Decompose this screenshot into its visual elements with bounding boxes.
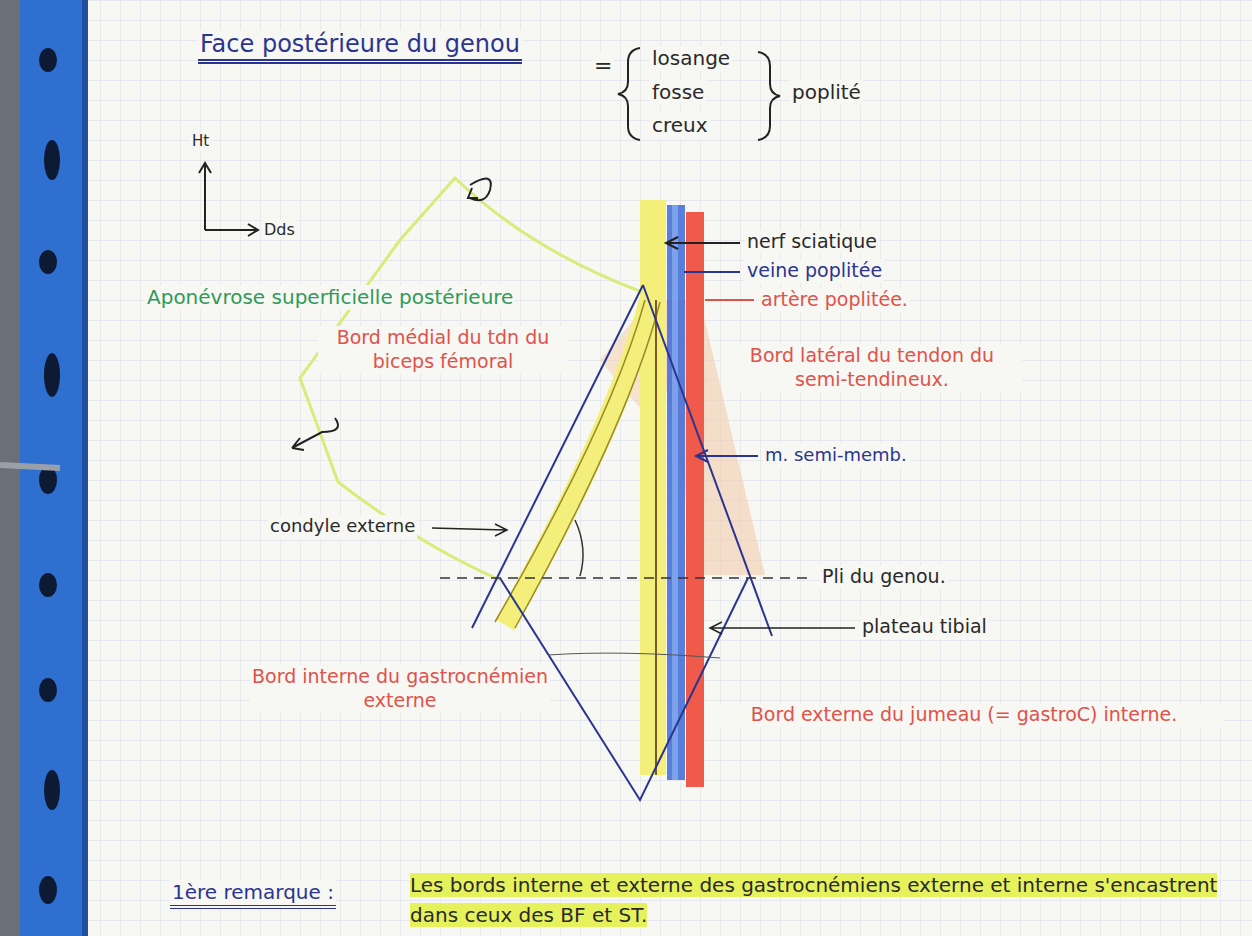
anatomy-label: plateau tibial xyxy=(860,615,989,639)
anatomy-label: Ht xyxy=(190,132,211,151)
anatomy-label: Bord interne du gastrocnémien externe xyxy=(250,665,550,713)
angle-arc xyxy=(575,520,583,576)
fold-arrow xyxy=(292,418,338,450)
popliteal-vein xyxy=(667,205,685,780)
binder-ring xyxy=(0,465,60,468)
leader-arrow xyxy=(696,450,758,462)
note-text: Les bords interne et externe des gastroc… xyxy=(408,870,1233,930)
anatomy-label: Aponévrose superficielle postérieure xyxy=(145,285,515,310)
anatomy-label: fosse xyxy=(650,80,706,105)
anatomy-label: creux xyxy=(650,113,710,138)
anatomy-label: Dds xyxy=(262,220,297,240)
leader-line xyxy=(684,271,740,273)
anatomy-label: Pli du genou. xyxy=(820,565,948,589)
leader-line xyxy=(705,299,754,301)
right-brace xyxy=(758,52,780,140)
axis-up xyxy=(199,163,211,230)
page-title: Face postérieure du genou xyxy=(198,30,522,64)
anatomy-label: Bord externe du jumeau (= gastroC) inter… xyxy=(704,703,1224,727)
anatomy-label: losange xyxy=(650,46,732,71)
anatomy-label: Bord médial du tdn du biceps fémoral xyxy=(318,326,568,374)
leader-arrow xyxy=(666,237,740,249)
knee-crease xyxy=(440,577,812,579)
anatomy-label: poplité xyxy=(790,80,863,105)
fold-arrow-head xyxy=(468,188,478,198)
highlighted-note: Les bords interne et externe des gastroc… xyxy=(410,873,1217,927)
axis-right xyxy=(205,224,258,236)
binder-holes xyxy=(39,48,60,904)
anatomy-label: veine poplitée xyxy=(745,259,884,283)
anatomy-label: m. semi-memb. xyxy=(763,444,909,467)
leader-arrow xyxy=(432,524,507,536)
leader-arrow xyxy=(710,622,855,634)
fold-arrow xyxy=(470,179,491,201)
anatomy-label: = xyxy=(592,52,614,80)
anatomy-label: artère poplitée. xyxy=(759,288,910,312)
vein-highlight xyxy=(672,205,678,780)
left-brace xyxy=(618,48,640,140)
anatomy-label: nerf sciatique xyxy=(745,230,879,254)
binder-fold xyxy=(82,0,88,936)
anatomy-label: Bord latéral du tendon du semi-tendineux… xyxy=(722,344,1022,392)
tibial-plateau-line xyxy=(548,653,720,658)
tibial-nerve xyxy=(655,300,657,775)
anatomy-label: condyle externe xyxy=(268,515,417,538)
anatomy-label: 1ère remarque : xyxy=(170,880,336,909)
